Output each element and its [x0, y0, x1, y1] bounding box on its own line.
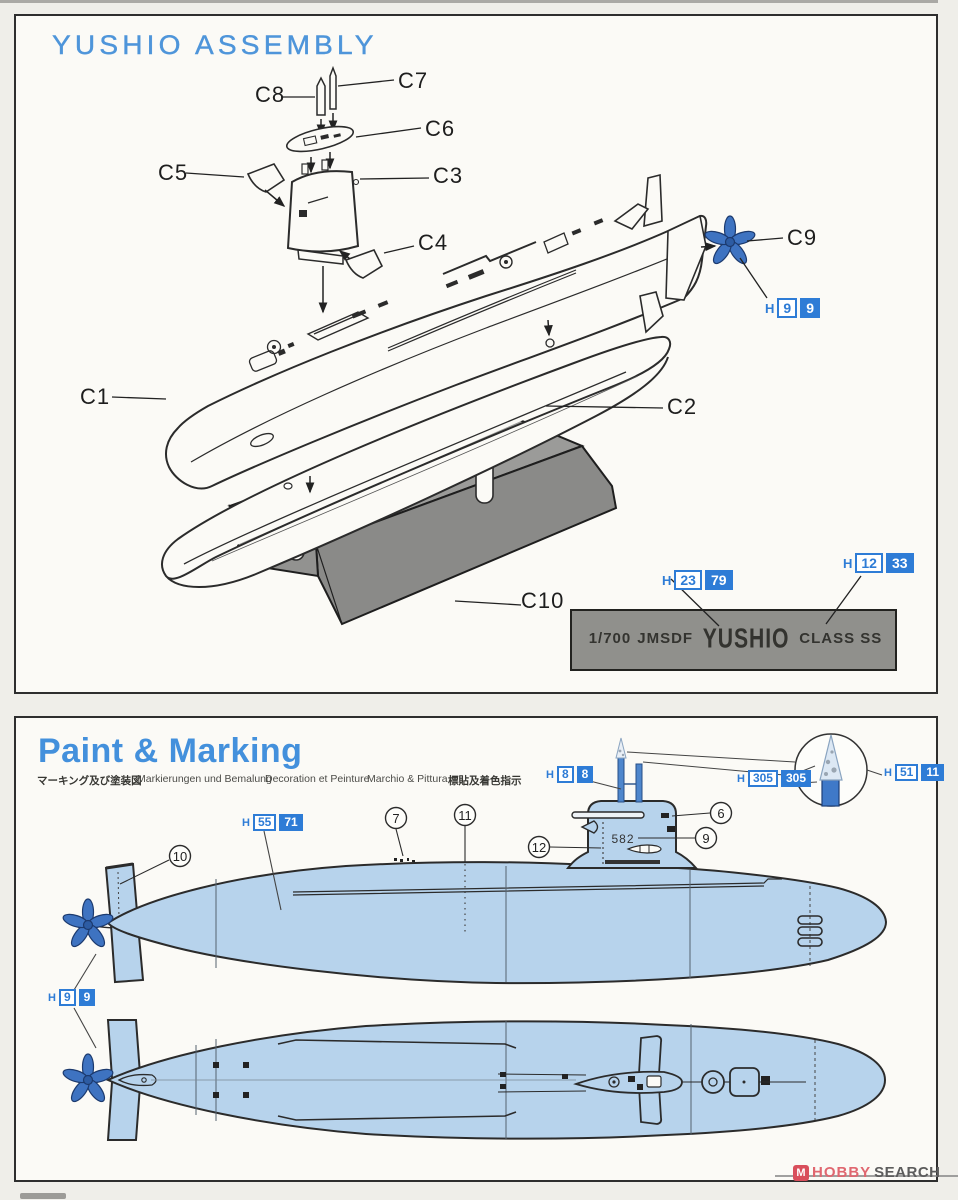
- watermark-brand: HOBBY: [812, 1164, 872, 1181]
- watermark-strike-line: [775, 1175, 958, 1177]
- decal-11: 11: [458, 808, 472, 823]
- propeller-part: [700, 215, 758, 267]
- submarine-top-view: [60, 1019, 887, 1141]
- assembly-diagram: [111, 65, 897, 671]
- sail-parts: [246, 65, 384, 314]
- part-label-c8: C8: [255, 82, 286, 107]
- paint-callout-propeller: H 9 9: [765, 298, 820, 318]
- decal-7: 7: [392, 811, 399, 826]
- watermark-brand2: SEARCH: [874, 1164, 941, 1181]
- part-label-c10: C10: [521, 588, 565, 613]
- paint-callout-hull: H 55 71: [242, 814, 303, 831]
- part-label-c9: C9: [787, 225, 818, 250]
- nameplate-class: CLASS SS: [799, 629, 883, 647]
- part-label-c6: C6: [425, 116, 456, 141]
- leader-lines: [111, 79, 862, 627]
- periscope-magnifier: [626, 733, 883, 807]
- part-label-c5: C5: [158, 160, 189, 185]
- part-label-c7: C7: [398, 68, 429, 93]
- paint-callout-periscope-tip: H 51 11: [884, 764, 944, 781]
- hull-number: 582: [611, 832, 634, 846]
- nameplate-text: 1/700 JMSDF YUSHIO CLASS SS: [573, 608, 898, 668]
- nameplate-navy: JMSDF: [637, 629, 694, 647]
- nameplate-ship: YUSHIO: [702, 621, 790, 653]
- paint-marking-diagram: 582: [60, 733, 888, 1141]
- paint-callout-masts: H 8 8: [546, 766, 594, 783]
- part-label-c2: C2: [667, 394, 698, 419]
- submarine-side-view: 582: [60, 737, 888, 985]
- part-label-c4: C4: [418, 230, 449, 255]
- hobby-search-logo-icon: M: [793, 1164, 809, 1181]
- decal-12: 12: [532, 840, 546, 855]
- decal-references: 6 9 12 7 11 10: [119, 801, 733, 885]
- scan-artifact: [20, 1193, 66, 1199]
- scan-edge-line: [0, 0, 938, 3]
- lower-hull-part: [161, 335, 672, 588]
- paint-callout-nameplate: H 12 33: [843, 553, 914, 573]
- paint-callout-propeller-2: H 9 9: [48, 989, 96, 1006]
- subtitle-chinese: 標貼及着色指示: [448, 775, 522, 787]
- subtitle-german: Markierungen und Bemalung: [137, 773, 272, 785]
- nameplate-part: [570, 609, 897, 671]
- hobby-search-watermark: M HOBBY SEARCH: [775, 1164, 958, 1181]
- paint-callout-stand: H 23 79: [662, 570, 733, 590]
- paint-marking-panel: 582: [14, 716, 938, 1182]
- assembly-panel-title: YUSHIO ASSEMBLY: [52, 30, 378, 60]
- decal-10: 10: [173, 849, 187, 864]
- upper-hull-part: [165, 173, 708, 490]
- subtitle-japanese: マーキング及び塗装図: [37, 775, 142, 787]
- decal-6: 6: [717, 806, 724, 821]
- paint-panel-title: Paint & Marking: [38, 732, 303, 770]
- part-label-c3: C3: [433, 163, 464, 188]
- assembly-panel: [14, 14, 938, 694]
- paint-callout-periscope-band: H 305 305: [737, 770, 812, 787]
- subtitle-italian: Marchio & Pittura: [367, 773, 448, 785]
- subtitle-french: Decoration et Peinture: [265, 773, 370, 785]
- part-label-c1: C1: [80, 384, 111, 409]
- decal-9: 9: [702, 831, 709, 846]
- nameplate-scale: 1/700: [588, 629, 632, 647]
